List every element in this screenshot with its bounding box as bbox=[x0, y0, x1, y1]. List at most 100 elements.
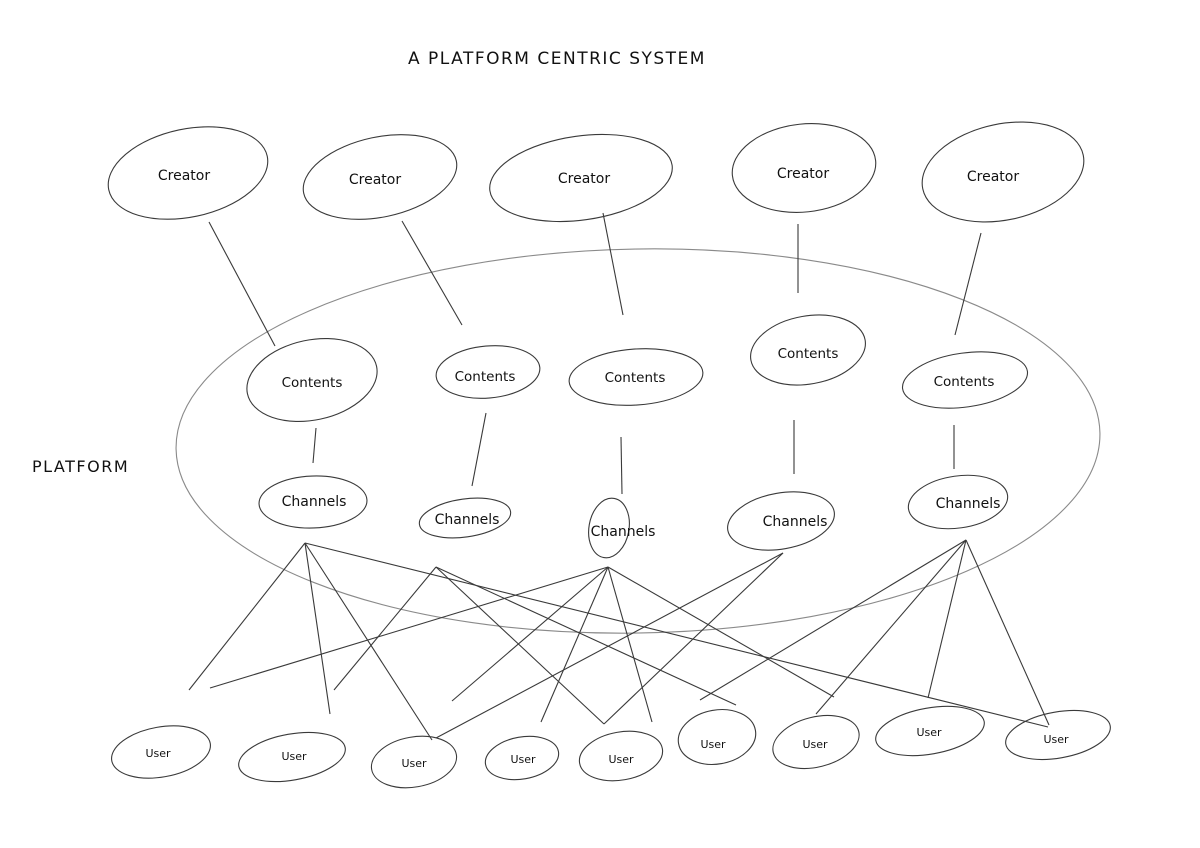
channels-shape bbox=[418, 497, 512, 539]
creator-node[interactable]: Creator bbox=[484, 124, 678, 233]
user-shape bbox=[111, 725, 211, 779]
contents-label: Contents bbox=[778, 346, 839, 362]
channel-user-link bbox=[304, 542, 433, 741]
contents-channels-link-3 bbox=[620, 436, 623, 495]
contents-shape bbox=[568, 348, 704, 406]
user-shape bbox=[484, 735, 560, 781]
connectors bbox=[188, 212, 1050, 741]
channels-label: Channels bbox=[591, 524, 656, 540]
creator-label: Creator bbox=[158, 168, 210, 184]
user-node[interactable]: User bbox=[107, 719, 214, 786]
channel-user-link bbox=[815, 539, 967, 715]
user-node[interactable]: User bbox=[1002, 703, 1114, 767]
user-label: User bbox=[281, 750, 307, 763]
contents-label: Contents bbox=[605, 370, 666, 386]
contents-channels-link-1 bbox=[312, 427, 317, 464]
user-node[interactable]: User bbox=[674, 704, 760, 771]
user-label: User bbox=[700, 738, 726, 751]
user-label: User bbox=[145, 747, 171, 760]
contents-label: Contents bbox=[282, 375, 343, 391]
channels-row: Channels Channels Channels Channels Chan… bbox=[258, 469, 1011, 561]
creator-shape bbox=[302, 134, 458, 220]
channel-user-link bbox=[435, 566, 737, 706]
user-shape bbox=[875, 705, 985, 757]
creator-node[interactable]: Creator bbox=[100, 113, 277, 233]
channel-user-link bbox=[188, 542, 306, 691]
user-label: User bbox=[608, 753, 634, 766]
creator-label: Creator bbox=[558, 171, 610, 187]
contents-shape bbox=[246, 337, 378, 423]
channel-user-link bbox=[607, 566, 835, 698]
platform-label: PLATFORM bbox=[32, 457, 129, 476]
channels-shape bbox=[727, 491, 835, 551]
channels-shape bbox=[588, 497, 630, 559]
channel-user-link bbox=[435, 552, 784, 739]
creator-node[interactable]: Creator bbox=[295, 122, 464, 233]
channel-user-link bbox=[965, 539, 1050, 726]
user-node[interactable]: User bbox=[235, 725, 349, 789]
channel-user-link bbox=[304, 542, 331, 715]
user-label: User bbox=[1043, 733, 1069, 746]
channel-user-link bbox=[333, 566, 437, 691]
user-node[interactable]: User bbox=[872, 699, 988, 763]
creator-label: Creator bbox=[777, 166, 829, 182]
contents-label: Contents bbox=[455, 369, 516, 385]
contents-label: Contents bbox=[934, 374, 995, 390]
channels-node[interactable]: Channels bbox=[258, 474, 368, 530]
channels-shape bbox=[258, 475, 368, 529]
creator-contents-link-5 bbox=[954, 232, 982, 336]
creator-label: Creator bbox=[349, 172, 401, 188]
channels-node[interactable]: Channels bbox=[584, 495, 655, 561]
channel-user-link bbox=[209, 566, 609, 689]
contents-node[interactable]: Contents bbox=[567, 344, 705, 409]
channels-label: Channels bbox=[435, 512, 500, 528]
contents-channels-link-2 bbox=[471, 412, 487, 487]
creator-shape bbox=[731, 123, 877, 213]
creator-shape bbox=[107, 126, 269, 220]
channels-node[interactable]: Channels bbox=[905, 469, 1011, 534]
creator-contents-link-3 bbox=[602, 212, 624, 316]
platform-boundary bbox=[175, 248, 1101, 634]
channel-user-link bbox=[435, 566, 605, 725]
creator-node[interactable]: Creator bbox=[728, 117, 880, 220]
creator-label: Creator bbox=[967, 169, 1019, 185]
users-row: User User User User User User User User bbox=[107, 699, 1114, 794]
contents-shape bbox=[750, 314, 866, 386]
contents-shape bbox=[901, 351, 1029, 409]
contents-row: Contents Contents Contents Contents Cont… bbox=[239, 306, 1031, 433]
contents-node[interactable]: Contents bbox=[239, 327, 385, 433]
contents-node[interactable]: Contents bbox=[899, 344, 1031, 415]
user-label: User bbox=[916, 726, 942, 739]
channel-user-link bbox=[540, 566, 609, 723]
creator-shape bbox=[921, 121, 1085, 223]
channels-label: Channels bbox=[936, 496, 1001, 512]
channel-user-link bbox=[603, 552, 784, 725]
user-shape bbox=[238, 731, 346, 783]
channel-user-link bbox=[607, 566, 653, 723]
creator-node[interactable]: Creator bbox=[913, 108, 1093, 236]
user-shape bbox=[772, 714, 860, 770]
channel-user-link bbox=[451, 566, 609, 702]
channels-shape bbox=[907, 474, 1009, 530]
creator-contents-link-2 bbox=[401, 220, 463, 326]
user-node[interactable]: User bbox=[482, 731, 562, 785]
channel-user-link bbox=[304, 542, 1049, 728]
creator-shape bbox=[489, 133, 673, 223]
user-node[interactable]: User bbox=[575, 725, 666, 787]
user-shape bbox=[370, 735, 458, 789]
user-label: User bbox=[510, 753, 536, 766]
contents-node[interactable]: Contents bbox=[434, 342, 542, 403]
channels-label: Channels bbox=[763, 514, 828, 530]
user-node[interactable]: User bbox=[767, 707, 864, 777]
creator-contents-link-1 bbox=[208, 221, 276, 347]
channel-user-link bbox=[699, 539, 967, 701]
user-shape bbox=[677, 709, 757, 765]
diagram-title: A PLATFORM CENTRIC SYSTEM bbox=[408, 49, 706, 69]
contents-node[interactable]: Contents bbox=[745, 306, 871, 393]
user-label: User bbox=[802, 738, 828, 751]
channels-node[interactable]: Channels bbox=[723, 484, 839, 558]
channels-label: Channels bbox=[282, 494, 347, 510]
user-node[interactable]: User bbox=[367, 730, 460, 794]
channels-node[interactable]: Channels bbox=[417, 493, 513, 543]
